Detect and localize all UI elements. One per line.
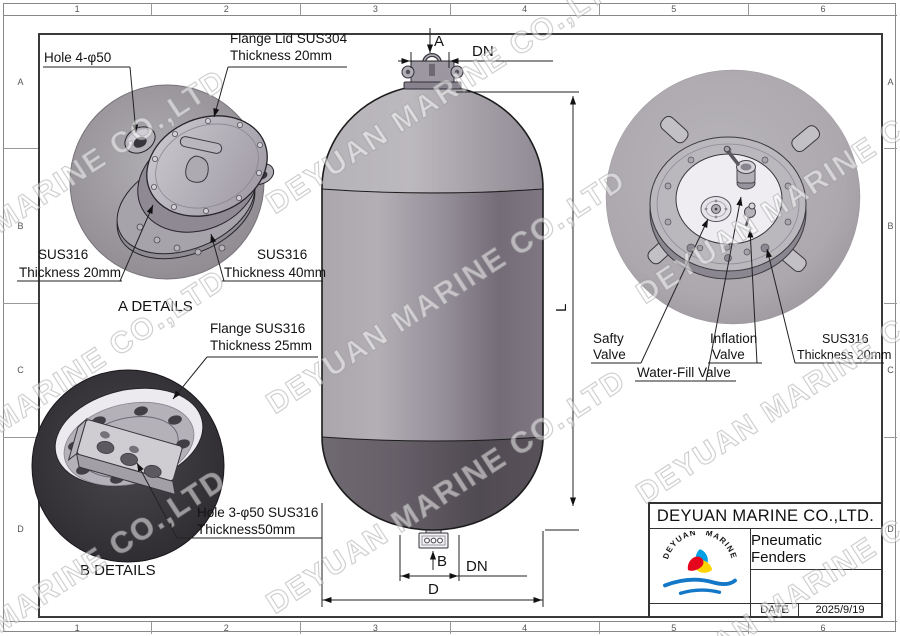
dim-dn-top: DN (472, 43, 494, 60)
label-flange-lid-line1: Flange Lid SUS304 (230, 31, 348, 46)
row-label: B (3, 149, 38, 304)
row-label: C (3, 304, 38, 438)
safety-valve-plate (700, 196, 732, 222)
annotations: Hole 4-φ50 Flange Lid SUS304 Thickness 2… (17, 28, 891, 607)
product-name: Pneumatic Fenders (751, 529, 881, 570)
label-hole-4-phi50: Hole 4-φ50 (44, 50, 111, 65)
dim-diameter-d: D (428, 581, 439, 598)
label-sus-right-line2: Thickness 40mm (224, 265, 326, 280)
date-row: DATE 2025/9/19 (650, 603, 881, 616)
top-fitting (401, 53, 464, 90)
label-flange-sus316-line2: Thickness 25mm (210, 338, 312, 353)
company-logo: DEYUAN MARINE (650, 529, 751, 603)
col-label: 4 (451, 622, 600, 634)
row-label: C (884, 304, 897, 438)
sheet-outer-border (3, 3, 896, 632)
detail-a-view (69, 84, 275, 280)
logo-wave-large (663, 577, 737, 588)
front-view (321, 53, 544, 549)
label-flange-lid-line2: Thickness 20mm (230, 48, 332, 63)
border-band-top: 1 2 3 4 5 6 (3, 3, 897, 16)
label-sus316-line2: Thickness 20mm (797, 348, 891, 362)
dim-length-l: L (553, 304, 570, 312)
logo-wave-small (678, 588, 722, 595)
top-view (605, 69, 861, 325)
col-label: 5 (600, 3, 749, 15)
label-flange-sus316-line1: Flange SUS316 (210, 321, 305, 336)
caption-a-details: A DETAILS (118, 298, 193, 315)
col-label: 6 (820, 4, 826, 14)
col-label: 3 (301, 3, 451, 15)
date-value: 2025/9/19 (815, 604, 865, 616)
ring-bolts (664, 146, 792, 262)
caption-b-details: B DETAILS (80, 562, 156, 579)
logo-drop-red (687, 556, 704, 571)
label-sus-right-line1: SUS316 (257, 247, 307, 262)
company-name: DEYUAN MARINE CO.,LTD. (650, 504, 881, 529)
col-label: 1 (3, 622, 153, 634)
row-label: B (884, 149, 897, 304)
label-hole-3-phi50-line2: Thickness50mm (197, 522, 295, 537)
date-label: DATE (751, 604, 799, 616)
label-water-fill-valve: Water-Fill Valve (637, 365, 731, 380)
bottom-fitting (418, 532, 449, 549)
label-hole-3-phi50-line1: Hole 3-φ50 SUS316 (197, 505, 318, 520)
col-label: 5 (600, 622, 749, 634)
col-label: 2 (152, 622, 302, 634)
label-inflation-valve-line1: Inflation (710, 331, 757, 346)
inflation-valve (744, 202, 756, 227)
row-label: A (884, 15, 897, 150)
title-block-empty-cell (751, 570, 881, 603)
row-label: D (887, 524, 894, 535)
border-band-left: A B C D (3, 15, 38, 621)
dim-dn-bottom: DN (466, 558, 488, 575)
border-band-bottom: 1 2 3 4 5 6 (3, 621, 897, 634)
label-inflation-valve-line2: Valve (712, 347, 745, 362)
drawing-frame (38, 33, 883, 618)
label-safety-valve-line1: Safty (593, 331, 624, 346)
label-sus-left-line1: SUS316 (38, 247, 88, 262)
section-mark-a: A (434, 33, 444, 50)
date-row-spacer (650, 604, 751, 616)
logo-drops (687, 549, 712, 573)
col-label: 2 (152, 3, 302, 15)
row-label: A (3, 15, 38, 150)
lug-nw (124, 126, 156, 154)
logo-graphic: DEYUAN MARINE (661, 531, 738, 595)
col-label: 1 (3, 3, 153, 15)
col-label: 4 (451, 3, 600, 15)
label-sus316-line1: SUS316 (822, 332, 869, 346)
bracket-block (67, 417, 183, 496)
border-band-right: A B C D (884, 15, 897, 621)
label-safety-valve-line2: Valve (593, 347, 626, 362)
col-label: 3 (301, 622, 451, 634)
row-label: D (17, 524, 24, 535)
title-block: DEYUAN MARINE CO.,LTD. DEYUAN MARINE Pne… (648, 502, 883, 618)
label-sus-left-line2: Thickness 20mm (19, 265, 121, 280)
lid-handle (179, 136, 223, 183)
col-label: 6 (820, 623, 826, 633)
lid-bolts (150, 118, 263, 214)
detail-b-view (31, 369, 225, 563)
water-fill-valve (723, 145, 756, 190)
section-mark-b: B (437, 553, 447, 570)
